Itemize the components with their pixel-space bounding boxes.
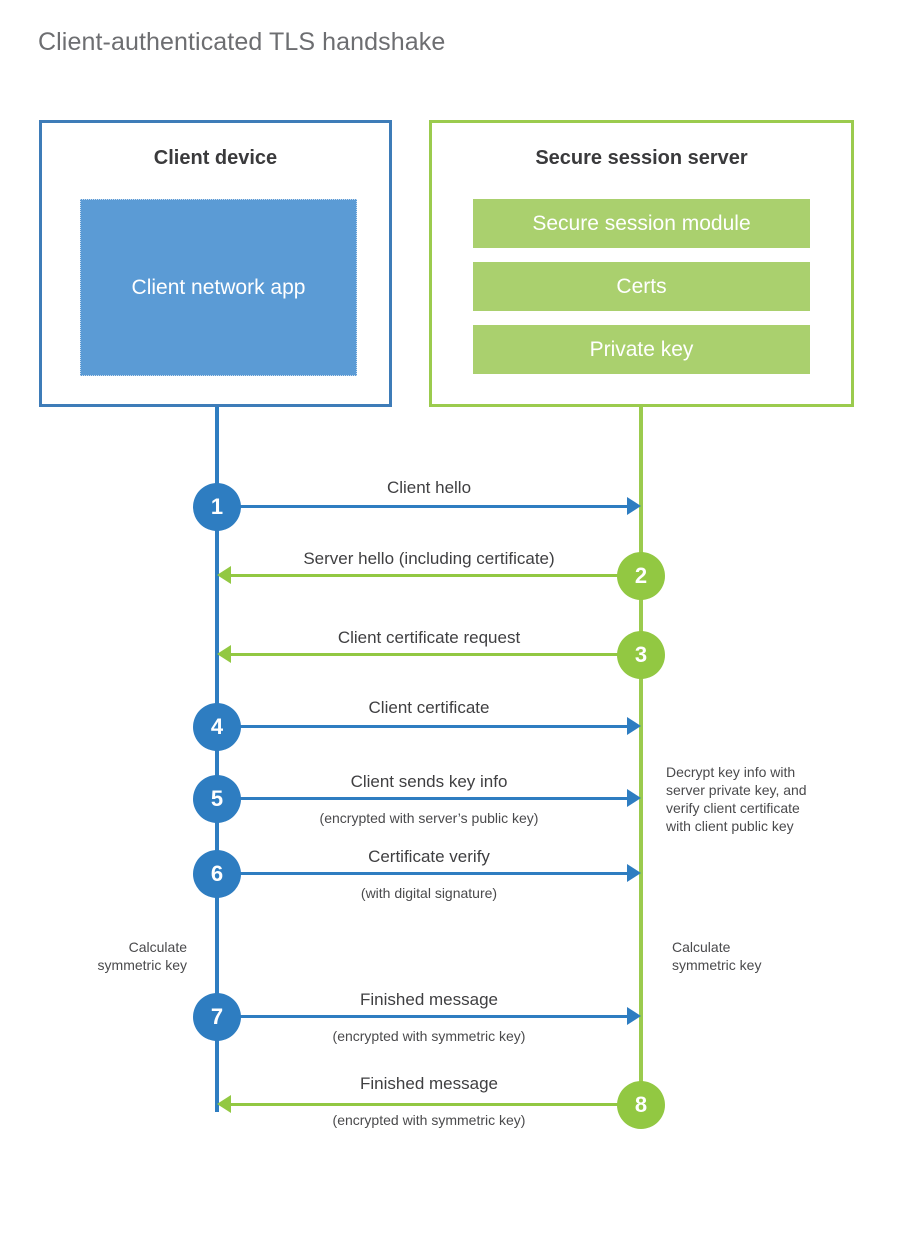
- step-3-label: Client certificate request: [337, 628, 521, 647]
- secure-session-server-box: Secure session server Secure session mod…: [429, 120, 854, 407]
- server-calculate-note-line: symmetric key: [672, 957, 762, 973]
- step-6-number: 6: [210, 861, 224, 886]
- step-6-label: Certificate verify: [368, 847, 490, 866]
- step-7-number: 7: [210, 1004, 224, 1029]
- client-device-title: Client device: [153, 147, 278, 169]
- step-3-arrow-head-icon: [217, 645, 231, 663]
- client-lifeline: [215, 407, 219, 1112]
- step-5-sublabel: (encrypted with server’s public key): [319, 810, 539, 826]
- step-4-arrow-line: [217, 725, 627, 728]
- step-4-arrow-head-icon: [627, 717, 641, 735]
- server-module-secure-session-module: Secure session module: [473, 199, 810, 248]
- step-5-label: Client sends key info: [350, 772, 508, 791]
- server-lifeline: [639, 407, 643, 1106]
- page-title: Client-authenticated TLS handshake: [38, 28, 446, 56]
- step-8-circle[interactable]: 8: [617, 1081, 665, 1129]
- step-8-sublabel: (encrypted with symmetric key): [332, 1112, 526, 1128]
- step-1-arrow-line: [217, 505, 627, 508]
- step-1-label: Client hello: [386, 478, 472, 497]
- step-3-circle[interactable]: 3: [617, 631, 665, 679]
- step-6-sublabel: (with digital signature): [360, 885, 498, 901]
- server-decrypt-note-line: Decrypt key info with: [666, 764, 796, 780]
- step-5-number: 5: [210, 786, 224, 811]
- server-module-certs: Certs: [473, 262, 810, 311]
- step-7-arrow-head-icon: [627, 1007, 641, 1025]
- step-7-label: Finished message: [360, 990, 498, 1009]
- client-network-app-label: Client network app: [131, 275, 306, 299]
- step-8-arrow-head-icon: [217, 1095, 231, 1113]
- step-3-arrow-line: [231, 653, 641, 656]
- server-calculate-note-line: Calculate: [672, 939, 731, 955]
- step-1-arrow-head-icon: [627, 497, 641, 515]
- step-1-circle[interactable]: 1: [193, 483, 241, 531]
- client-network-app-block: Client network app: [80, 199, 357, 376]
- step-2-arrow-line: [231, 574, 641, 577]
- server-module-label: Certs: [616, 274, 667, 298]
- client-calculate-note-line: symmetric key: [97, 957, 187, 973]
- step-5-arrow-line: [217, 797, 627, 800]
- client-calculate-symmetric-key-note: Calculate symmetric key: [0, 938, 187, 974]
- server-decrypt-note-line: with client public key: [666, 818, 794, 834]
- client-calculate-note-line: Calculate: [128, 939, 187, 955]
- server-module-private-key: Private key: [473, 325, 810, 374]
- step-7-arrow-line: [217, 1015, 627, 1018]
- server-module-label: Private key: [589, 337, 694, 361]
- server-decrypt-note-line: server private key, and: [666, 782, 807, 798]
- server-calculate-symmetric-key-note: Calculate symmetric key: [672, 938, 872, 974]
- step-5-arrow-head-icon: [627, 789, 641, 807]
- step-2-label: Server hello (including certificate): [303, 549, 555, 568]
- step-8-number: 8: [634, 1092, 648, 1117]
- server-decrypt-note-line: verify client certificate: [666, 800, 800, 816]
- step-7-circle[interactable]: 7: [193, 993, 241, 1041]
- step-4-number: 4: [210, 714, 224, 739]
- server-decrypt-note: Decrypt key info with server private key…: [666, 763, 866, 835]
- client-device-box: Client device Client network app: [39, 120, 392, 407]
- step-6-arrow-line: [217, 872, 627, 875]
- step-3-number: 3: [634, 642, 648, 667]
- step-7-sublabel: (encrypted with symmetric key): [332, 1028, 526, 1044]
- step-5-circle[interactable]: 5: [193, 775, 241, 823]
- step-6-circle[interactable]: 6: [193, 850, 241, 898]
- step-2-number: 2: [634, 563, 648, 588]
- step-2-circle[interactable]: 2: [617, 552, 665, 600]
- secure-session-server-title: Secure session server: [535, 147, 748, 169]
- step-8-arrow-line: [231, 1103, 641, 1106]
- step-2-arrow-head-icon: [217, 566, 231, 584]
- step-6-arrow-head-icon: [627, 864, 641, 882]
- step-8-label: Finished message: [360, 1074, 498, 1093]
- step-1-number: 1: [210, 494, 224, 519]
- server-module-label: Secure session module: [532, 211, 751, 235]
- step-4-circle[interactable]: 4: [193, 703, 241, 751]
- step-4-label: Client certificate: [368, 698, 490, 717]
